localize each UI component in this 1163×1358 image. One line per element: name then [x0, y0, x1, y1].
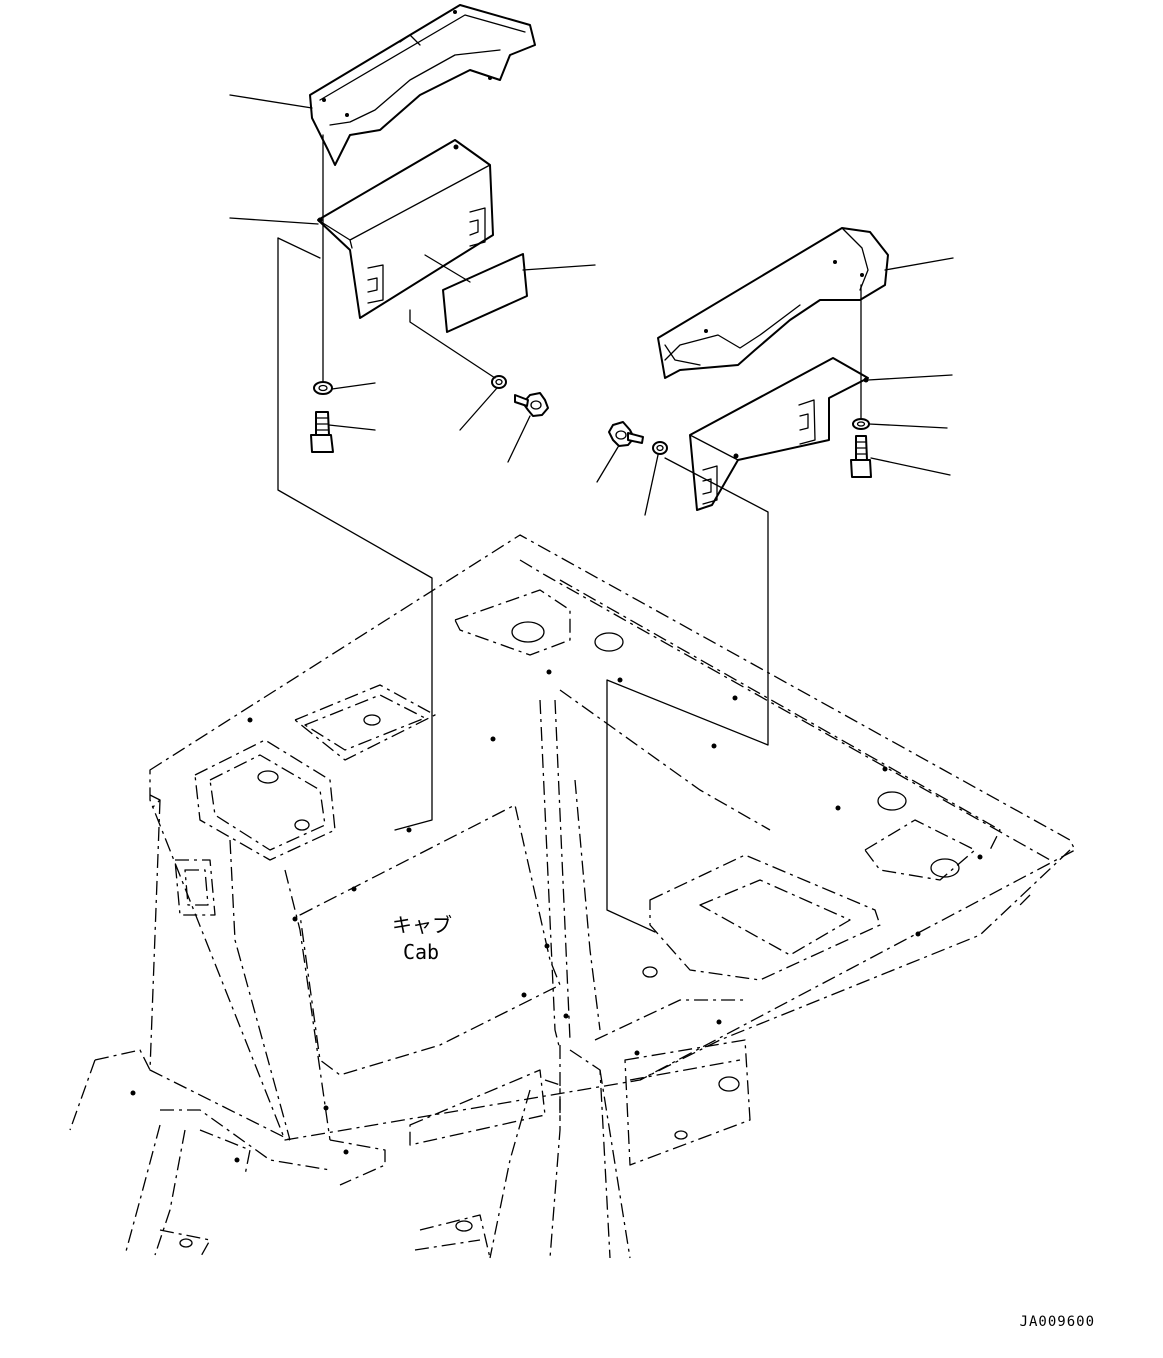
right-washer — [852, 418, 870, 430]
left-small-washer — [491, 375, 507, 389]
left-washer — [313, 381, 333, 395]
right-armrest-pad — [657, 227, 889, 379]
leader-lines — [229, 94, 954, 516]
left-bolt — [310, 411, 334, 453]
right-small-washer — [652, 441, 668, 455]
label-plate — [442, 253, 528, 333]
drawing-code: JA009600 — [1020, 1314, 1095, 1330]
right-bolt — [850, 435, 872, 478]
cab-frame — [69, 534, 1076, 1259]
left-bracket — [317, 139, 494, 319]
cab-label-japanese: キャブ — [392, 913, 452, 937]
right-bracket — [689, 357, 869, 511]
left-armrest-pad — [309, 4, 536, 166]
left-star-knob — [514, 392, 549, 417]
right-star-knob — [608, 421, 644, 447]
cab-label-english: Cab — [403, 940, 439, 964]
assembly-lines — [277, 134, 862, 933]
frame-holes — [130, 621, 983, 1248]
